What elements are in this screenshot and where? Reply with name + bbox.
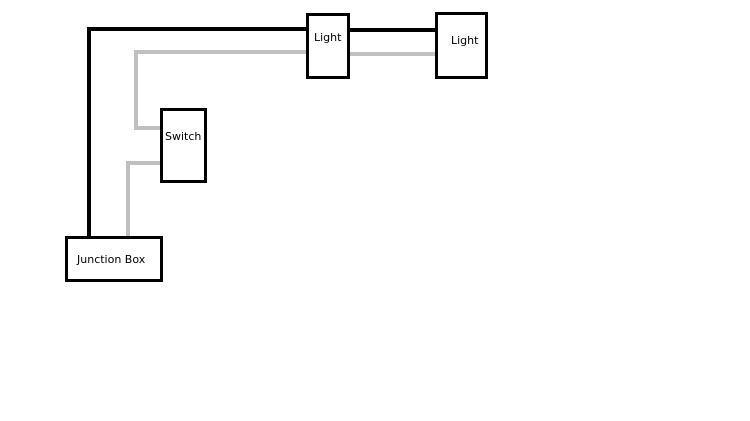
black-wire-junction-to-light	[87, 27, 307, 237]
light-box-1: Light	[306, 13, 350, 79]
light-label: Light	[451, 34, 479, 47]
switch-label: Switch	[165, 130, 202, 143]
junction-box: Junction Box	[65, 236, 163, 282]
light-box-2: Light	[435, 12, 488, 79]
gray-wire-switch-to-junction	[126, 161, 161, 237]
gray-wire-light-to-switch	[134, 50, 307, 130]
switch-box: Switch	[160, 108, 207, 183]
junction-box-label: Junction Box	[77, 253, 146, 266]
light-label: Light	[314, 31, 342, 44]
